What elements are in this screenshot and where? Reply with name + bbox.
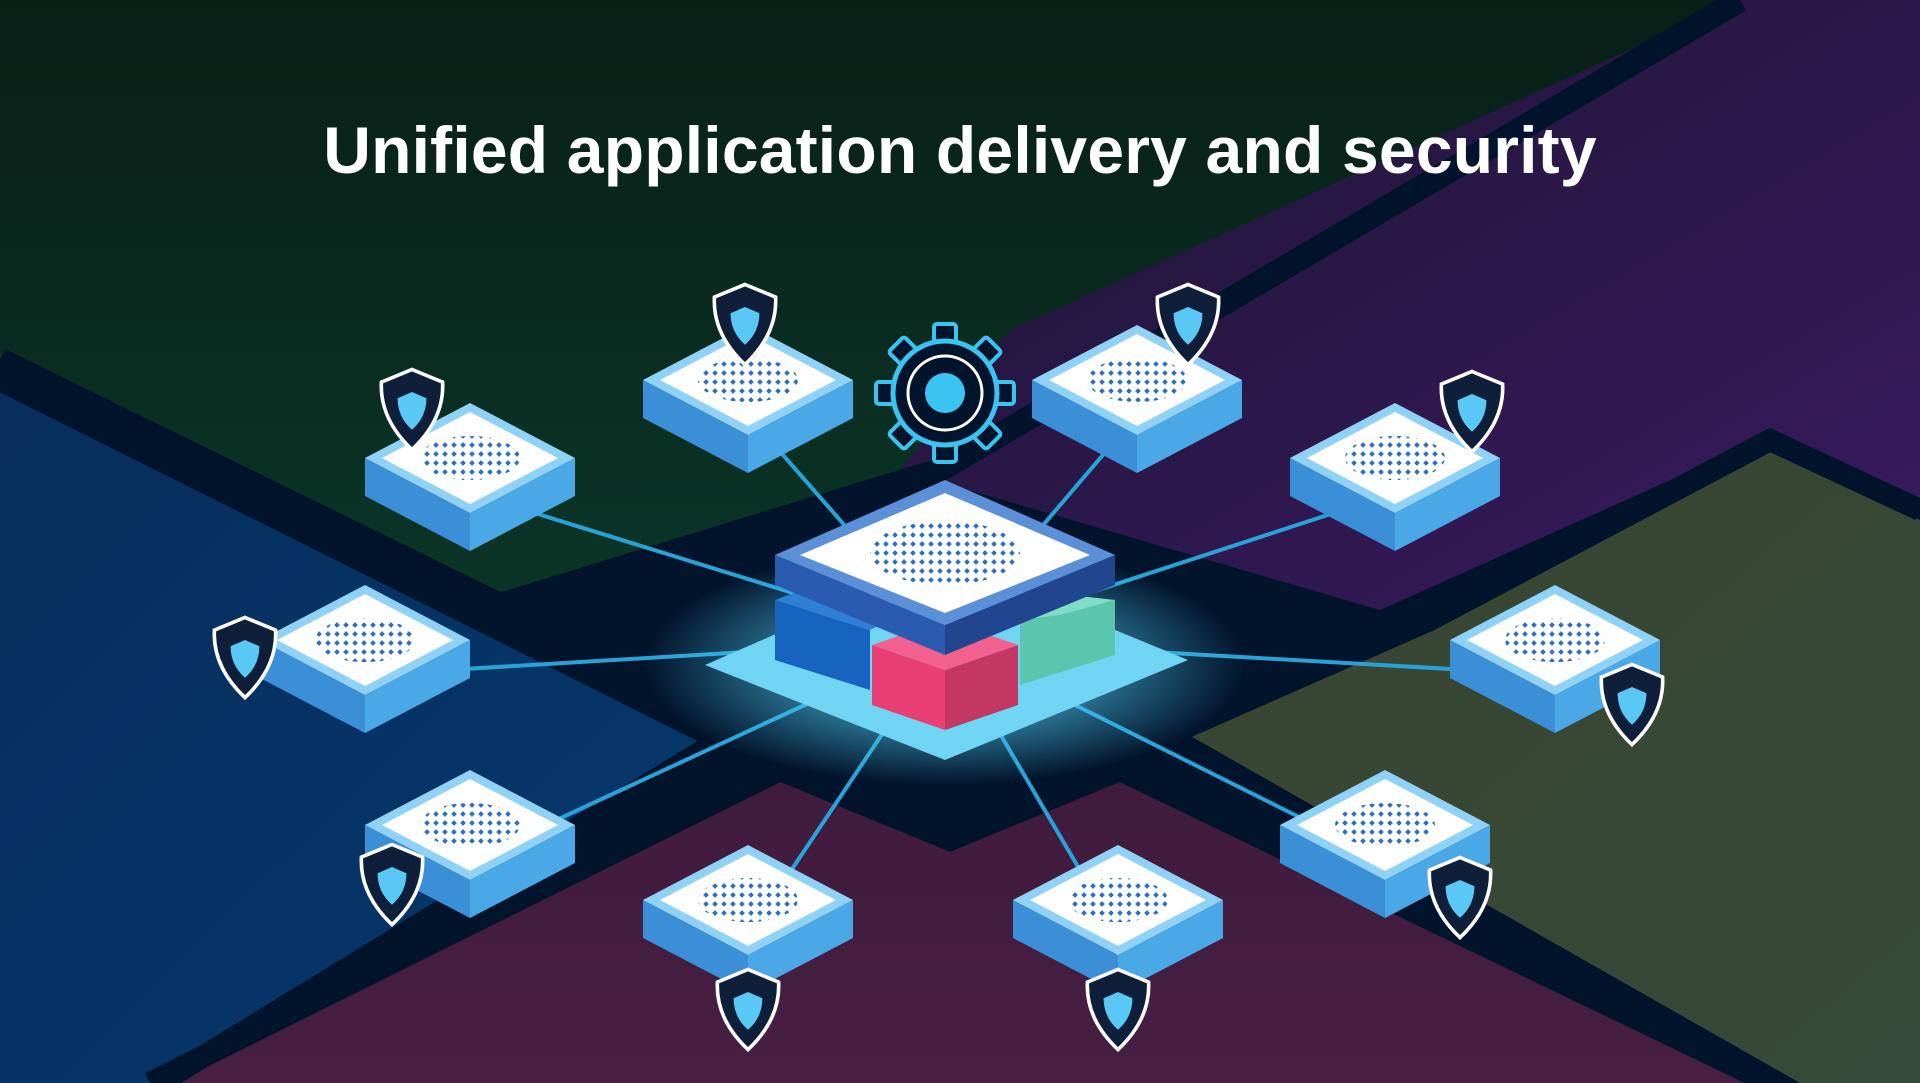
gear-icon (874, 322, 1016, 464)
gear-core (925, 373, 965, 413)
block-pink (872, 645, 945, 730)
node-tiles (212, 282, 1665, 1052)
node-tile (1013, 845, 1223, 1052)
node-tile (643, 845, 853, 1052)
node-tile (1450, 585, 1665, 747)
node-pattern (420, 436, 520, 480)
hub-tile-side-right (945, 555, 1115, 655)
region-bottom (150, 770, 1760, 1083)
node-pattern (1505, 618, 1605, 662)
node-side-right (748, 380, 853, 473)
node-side-left (1290, 458, 1395, 551)
node-side-right (1395, 458, 1500, 551)
node-side-left (1280, 825, 1385, 918)
page-title: Unified application delivery and securit… (323, 113, 1597, 187)
node-tile (359, 770, 575, 927)
node-side-left (1450, 640, 1555, 733)
block-green (1020, 600, 1115, 685)
region-left (0, 385, 720, 1083)
node-pattern (420, 803, 520, 847)
hub-tile-pattern (870, 521, 1020, 585)
block-pink-side (945, 645, 1018, 730)
node-tile (365, 367, 575, 551)
node-pattern (1345, 436, 1445, 480)
node-tile (643, 282, 853, 473)
node-side-right (365, 640, 470, 733)
node-tile (1290, 369, 1505, 551)
gear-inner-ring (906, 354, 984, 432)
node-tile (1032, 282, 1242, 473)
node-side-left (643, 900, 748, 993)
node-side-right (470, 825, 575, 918)
divider-band (0, 0, 1740, 605)
node-pattern (1335, 803, 1435, 847)
node-side-right (1137, 380, 1242, 473)
node-side-left (1032, 380, 1137, 473)
region-right (1180, 452, 1920, 1083)
node-side-left (365, 458, 470, 551)
divider-band (1175, 427, 1920, 741)
node-tile (1280, 770, 1493, 940)
node-side-right (1118, 900, 1223, 993)
node-side-left (1013, 900, 1118, 993)
node-pattern (1087, 358, 1187, 402)
central-hub (645, 322, 1245, 785)
node-pattern (315, 618, 415, 662)
node-pattern (698, 878, 798, 922)
node-pattern (1068, 878, 1168, 922)
hub-tile-side-left (775, 555, 945, 655)
node-side-left (260, 640, 365, 733)
node-side-right (748, 900, 853, 993)
node-side-left (643, 380, 748, 473)
node-side-right (470, 458, 575, 551)
node-pattern (698, 358, 798, 402)
node-tile (212, 585, 470, 733)
